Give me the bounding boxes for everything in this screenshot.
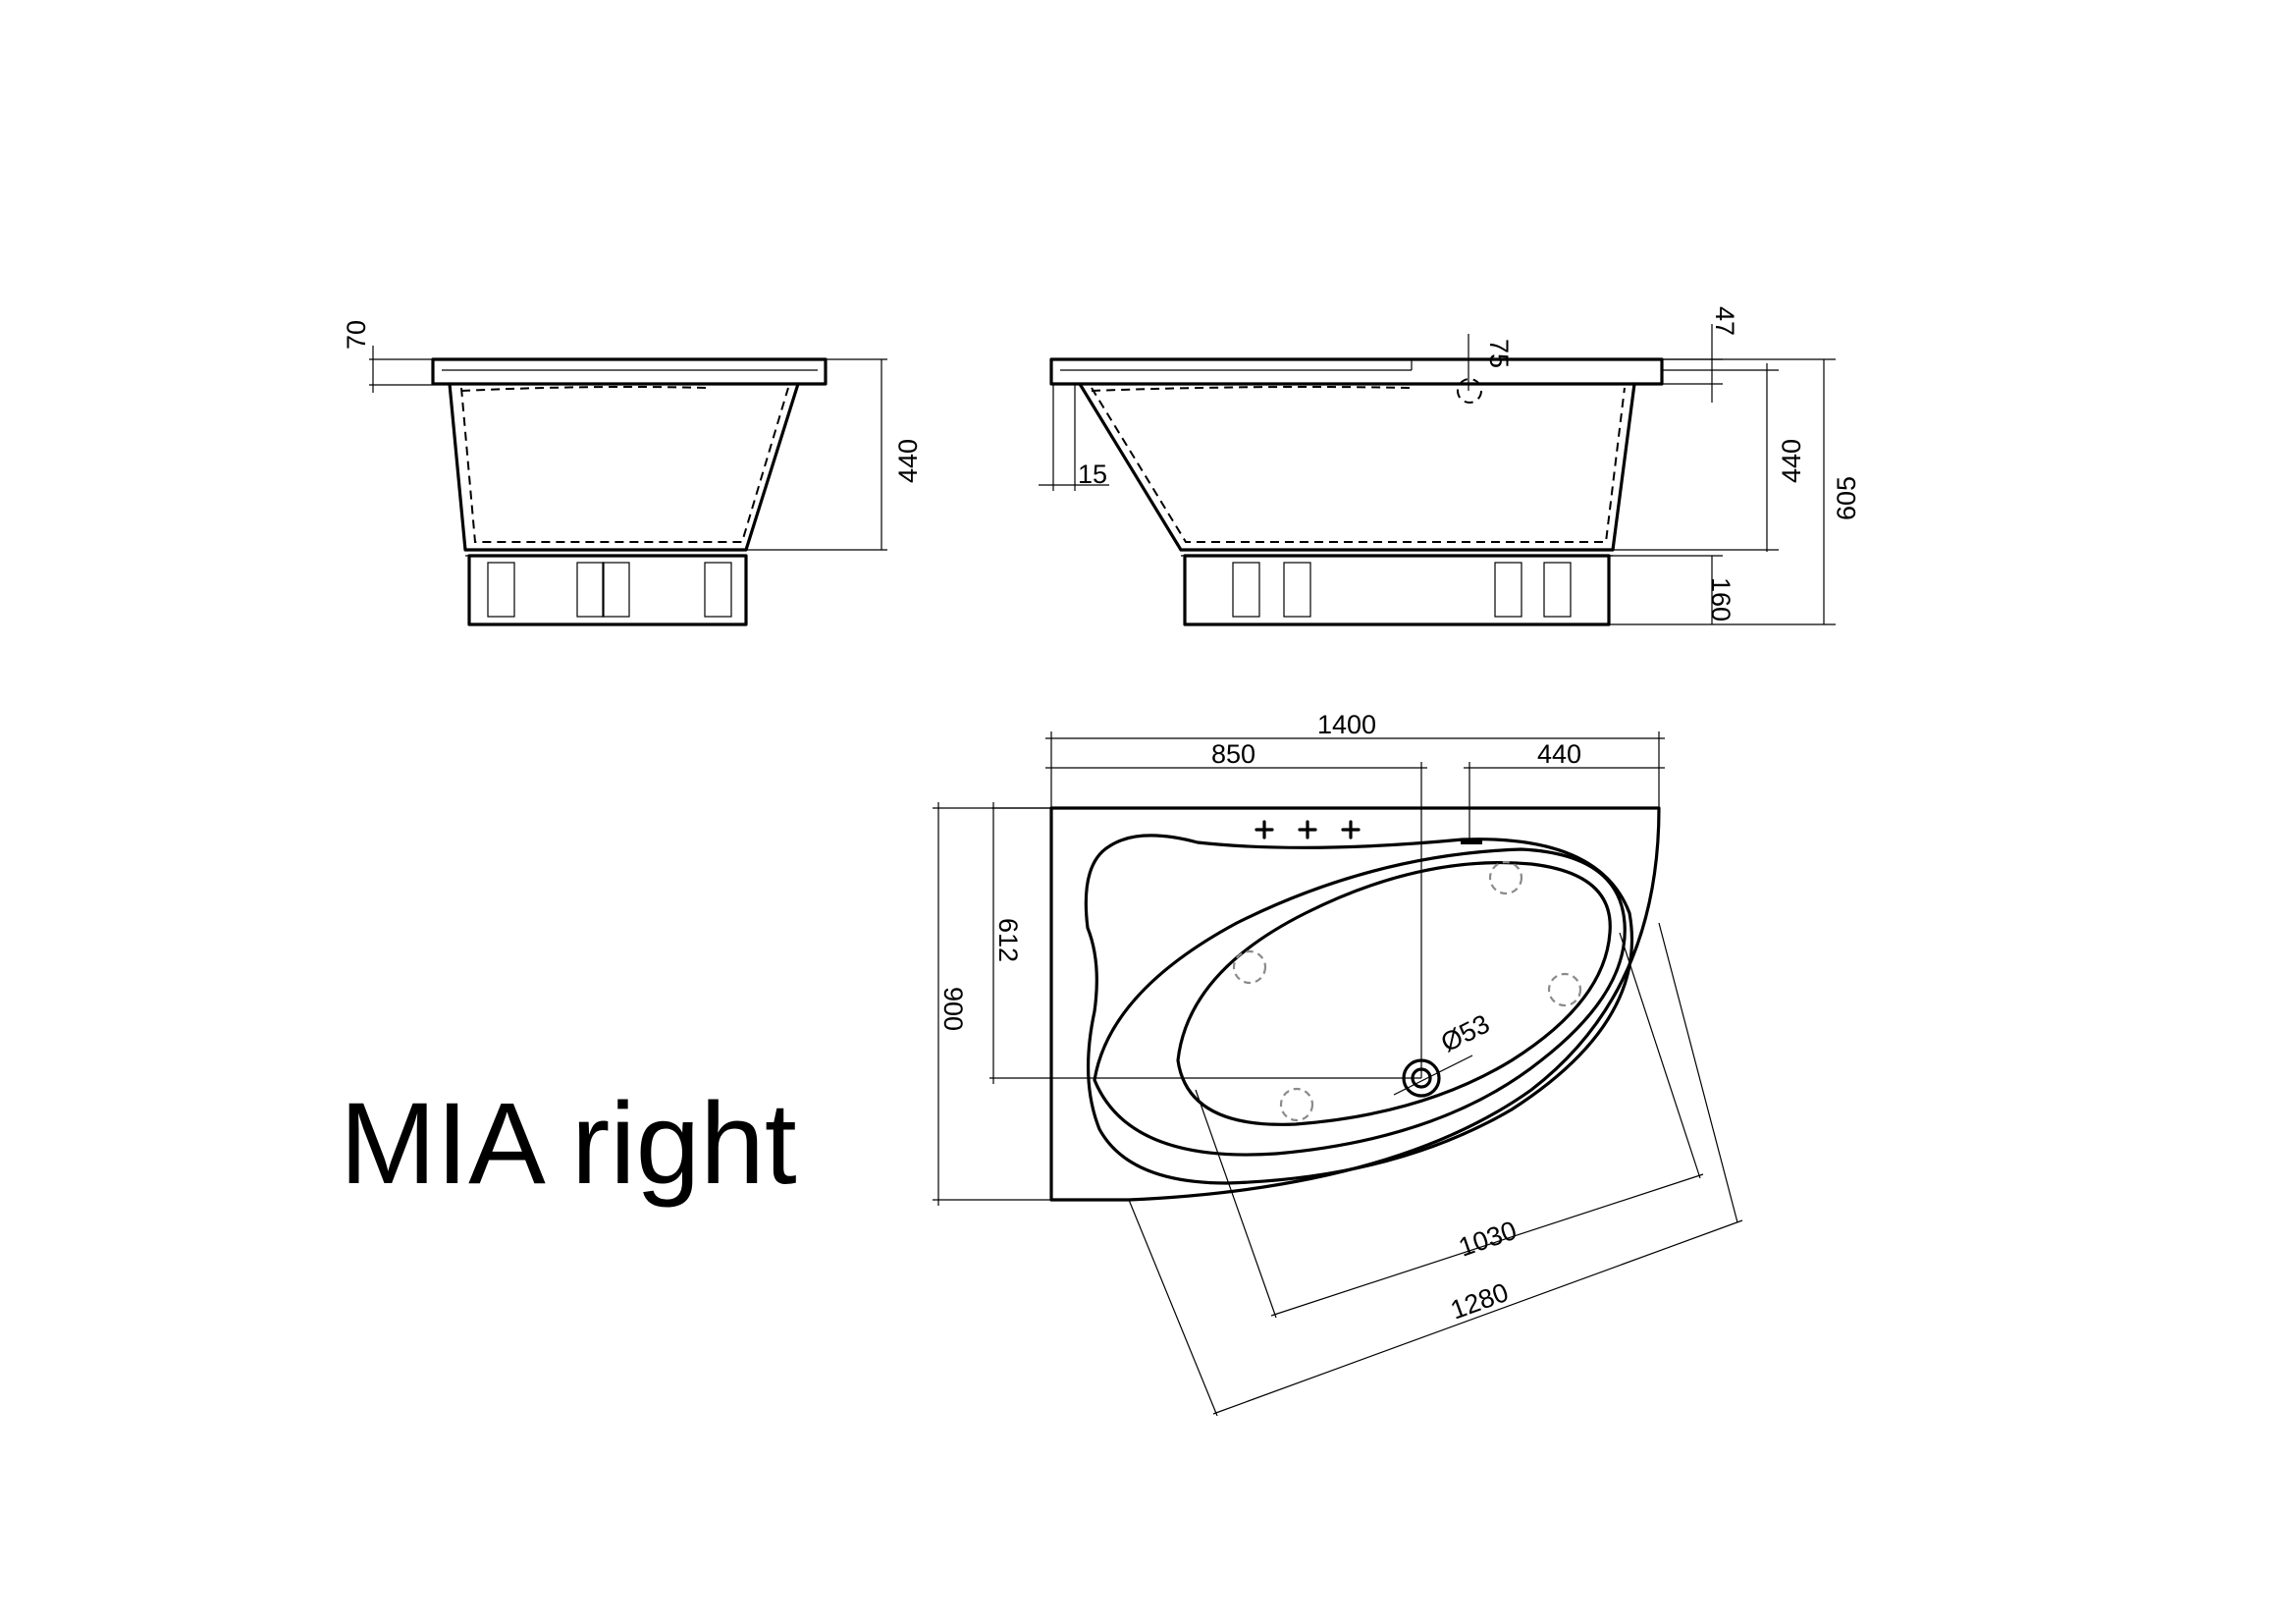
plan-diagonal-dim: 1280	[1447, 1277, 1513, 1325]
end-view-rim	[431, 357, 828, 386]
side-view-rim-dim: 47	[1710, 306, 1739, 336]
side-view-feet	[1232, 562, 1572, 618]
end-view-rim-dim: 70	[342, 320, 371, 350]
plan-drain-offset-dim: 850	[1211, 739, 1255, 769]
side-view-height-dim: 605	[1832, 476, 1861, 520]
plan-view: 1400 850 440 900 612 Ø53 1030 1280	[933, 710, 1743, 1417]
side-view-depth-dim: 440	[1777, 439, 1806, 483]
plus-icon	[1341, 820, 1361, 839]
side-view-base-dim: 160	[1706, 577, 1735, 622]
plan-length-dim: 1400	[1317, 710, 1376, 739]
plan-drain-diameter-dim: Ø53	[1436, 1008, 1494, 1057]
side-view-overflow-dim: 75	[1484, 339, 1514, 368]
overflow-marker	[1461, 839, 1482, 844]
plus-icon	[1255, 820, 1274, 839]
end-view-body	[448, 382, 800, 552]
plan-drain-depth-dim: 612	[993, 918, 1023, 962]
jet-icon	[1232, 949, 1267, 985]
control-buttons	[1255, 820, 1361, 839]
plan-basin-outer	[1093, 847, 1627, 1157]
drain-icon	[1393, 1055, 1473, 1098]
side-view-rim	[1049, 357, 1664, 386]
jet-icon	[1279, 1087, 1314, 1122]
jet-icon	[1488, 860, 1523, 895]
plan-basin-length-dim: 1030	[1455, 1216, 1521, 1263]
model-name: MIA right	[340, 1079, 797, 1209]
side-view: 75 47 15 440 605 160	[1039, 306, 1861, 626]
overflow-icon	[1457, 378, 1482, 404]
jet-icon	[1547, 972, 1582, 1007]
side-view-base	[1183, 554, 1611, 626]
plan-outline	[1049, 806, 1661, 1202]
end-view: 70 440	[342, 320, 923, 626]
end-view-base	[467, 554, 748, 626]
plus-icon	[1298, 820, 1317, 839]
plan-overflow-offset-dim: 440	[1537, 739, 1581, 769]
side-view-body	[1078, 382, 1636, 552]
plan-rim	[1084, 834, 1634, 1185]
plan-width-dim: 900	[938, 987, 968, 1031]
side-view-wall-dim: 15	[1078, 460, 1107, 489]
end-view-depth-dim: 440	[893, 439, 923, 483]
end-view-feet	[487, 562, 732, 618]
plan-basin-inner	[1176, 860, 1612, 1126]
